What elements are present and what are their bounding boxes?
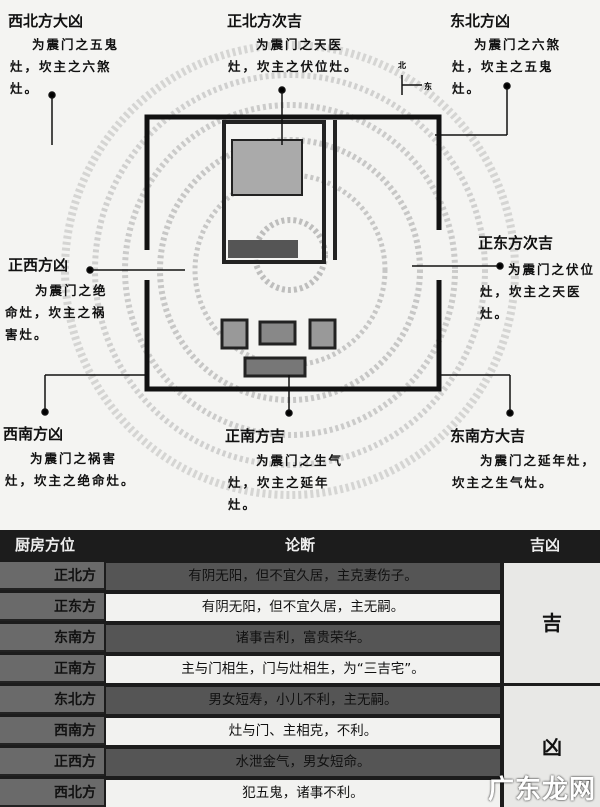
row-judgment: 灶与门、主相克，不利。 bbox=[106, 718, 500, 745]
east-label: 东 bbox=[424, 81, 432, 91]
direction-desc: 为震门之伏位灶，坎主之天医灶。 bbox=[480, 262, 596, 321]
direction-title: 正北方次吉 bbox=[227, 12, 303, 30]
row-position: 东南方 bbox=[0, 624, 104, 652]
result-bad: 凶 bbox=[504, 686, 600, 807]
row-position: 正东方 bbox=[0, 593, 104, 621]
direction-title: 东北方凶 bbox=[450, 12, 511, 30]
direction-title: 东南方大吉 bbox=[450, 427, 526, 445]
header-judgment: 论断 bbox=[285, 536, 316, 554]
coffee-table bbox=[258, 320, 297, 346]
row-position: 西南方 bbox=[0, 717, 104, 745]
armchair bbox=[220, 318, 249, 350]
direction-title: 西北方大凶 bbox=[8, 12, 84, 30]
row-position: 正北方 bbox=[0, 562, 104, 590]
row-judgment: 男女短寿，小儿不利，主无嗣。 bbox=[106, 687, 500, 714]
row-judgment: 水泄金气，男女短命。 bbox=[106, 749, 500, 776]
header-result: 吉凶 bbox=[530, 536, 561, 554]
direction-title: 正南方吉 bbox=[225, 427, 286, 445]
kitchen-direction-table: 厨房方位 论断 吉凶 正北方 有阴无阳，但不宜久居，主克妻伤子。 正东方 有阴无… bbox=[0, 530, 600, 807]
north-label: 北 bbox=[398, 60, 406, 70]
armchair bbox=[308, 318, 337, 350]
header-position: 厨房方位 bbox=[15, 536, 76, 554]
row-judgment: 诸事吉利，富贵荣华。 bbox=[106, 625, 500, 652]
row-judgment: 有阴无阳，但不宜久居，主克妻伤子。 bbox=[106, 563, 500, 590]
direction-desc: 为震门之祸害灶，坎主之绝命灶。 bbox=[5, 451, 136, 488]
result-good: 吉 bbox=[504, 563, 600, 683]
row-position: 正南方 bbox=[0, 655, 104, 683]
watermark: 广东龙网 bbox=[488, 775, 597, 805]
row-judgment: 有阴无阳，但不宜久居，主无嗣。 bbox=[106, 594, 500, 621]
compass-floor-plan: 北 东 bbox=[41, 41, 519, 499]
row-position: 西北方 bbox=[0, 779, 104, 807]
direction-title: 正西方凶 bbox=[8, 256, 69, 274]
direction-desc: 为震门之天医灶，坎主之伏位灶。 bbox=[228, 37, 359, 74]
direction-desc: 为震门之延年灶，坎主之生气灶。 bbox=[452, 453, 597, 490]
sofa bbox=[243, 356, 307, 378]
row-position: 东北方 bbox=[0, 686, 104, 714]
direction-desc: 为震门之绝命灶，坎主之祸害灶。 bbox=[5, 283, 108, 342]
row-judgment: 犯五鬼，诸事不利。 bbox=[106, 780, 500, 807]
row-judgment: 主与门相生，门与灶相生，为“三吉宅”。 bbox=[106, 656, 500, 683]
direction-desc: 为震门之生气灶，坎主之延年灶。 bbox=[228, 453, 344, 512]
result-bad-label: 凶 bbox=[542, 735, 562, 759]
direction-desc: 为震门之五鬼灶，坎主之六煞灶。 bbox=[10, 37, 120, 96]
row-position: 正西方 bbox=[0, 748, 104, 776]
direction-desc: 为震门之六煞灶，坎主之五鬼灶。 bbox=[452, 37, 562, 96]
leader-lines bbox=[41, 75, 514, 417]
direction-title: 西南方凶 bbox=[3, 425, 64, 443]
direction-title: 正东方次吉 bbox=[478, 234, 554, 252]
bedroom bbox=[222, 120, 326, 264]
